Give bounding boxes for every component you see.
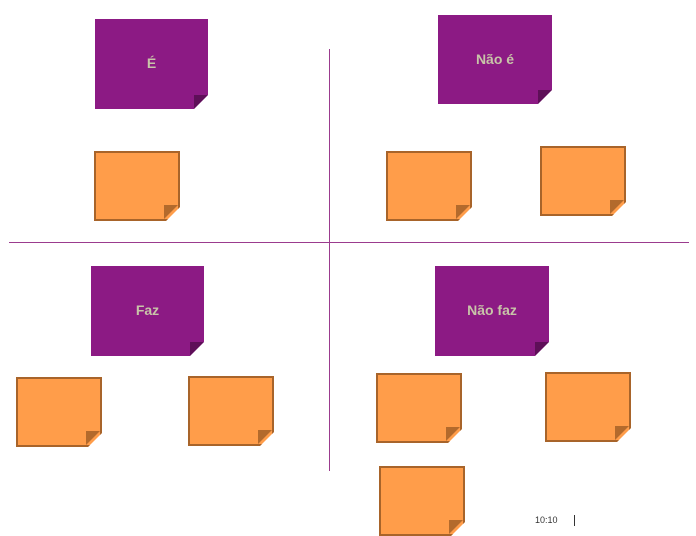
sticky-note-nao-faz-3[interactable] [379,466,465,536]
sticky-note-nao-faz-2[interactable] [545,372,631,442]
header-note-faz[interactable]: Faz [91,266,204,356]
header-note-e[interactable]: É [95,19,208,109]
footer-partial-text: 10:10 [535,515,558,525]
sticky-note-nao-faz-1[interactable] [376,373,462,443]
text-cursor [574,515,575,526]
header-note-nao-e-label: Não é [475,50,515,67]
header-note-nao-e[interactable]: Não é [438,15,552,104]
header-note-nao-faz-label: Não faz [467,302,517,318]
sticky-note-faz-1[interactable] [16,377,102,447]
sticky-note-faz-2[interactable] [188,376,274,446]
sticky-note-nao-e-1[interactable] [386,151,472,221]
sticky-note-e-1[interactable] [94,151,180,221]
header-note-faz-label: Faz [135,302,160,318]
header-note-e-label: É [146,55,157,71]
horizontal-axis-line [9,242,689,243]
sticky-note-nao-e-2[interactable] [540,146,626,216]
vertical-axis-line [329,49,330,471]
header-note-nao-faz[interactable]: Não faz [435,266,549,356]
